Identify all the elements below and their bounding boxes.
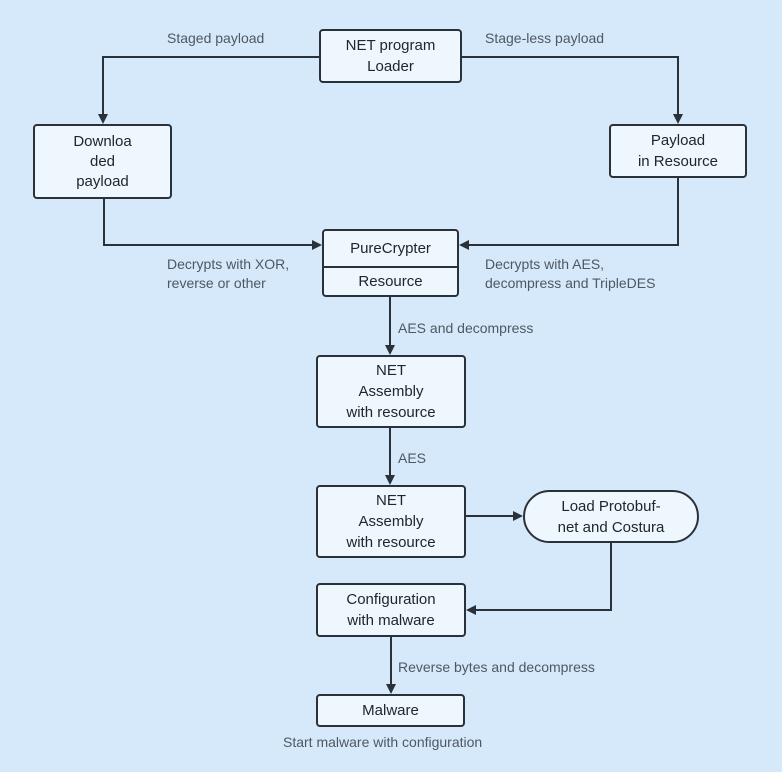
node-net-program-loader: NET program Loader — [319, 29, 462, 83]
edge-label-decrypts-aes: Decrypts with AES, decompress and Triple… — [485, 255, 655, 293]
edge-label-staged-payload: Staged payload — [167, 30, 265, 46]
node-purecrypter: PureCrypter Resource — [322, 229, 459, 297]
node-configuration-with-malware: Configuration with malware — [316, 583, 466, 637]
node-label-line: Downloa — [73, 132, 132, 150]
edge-label-aes: AES — [398, 450, 427, 466]
node-downloaded-payload: Downloa ded payload — [33, 124, 172, 199]
edge-label-aes-and-decompress: AES and decompress — [398, 320, 534, 336]
node-malware: Malware — [316, 694, 465, 727]
node-label-line: in Resource — [637, 153, 719, 170]
node-label-line: Load Protobuf- — [561, 497, 661, 515]
edge-label-line: Decrypts with AES, — [485, 256, 605, 272]
node-label-line: Configuration — [346, 591, 436, 608]
node-label-line: with resource — [346, 404, 436, 421]
node-label-line: NET program — [345, 37, 436, 54]
node-label-line: Assembly — [358, 513, 424, 530]
edge-payload-resource-to-purecrypter — [459, 178, 679, 250]
edge-label-line: reverse or other — [167, 275, 266, 291]
edge-downloaded-to-purecrypter — [103, 199, 322, 250]
caption-start-malware: Start malware with configuration — [283, 734, 483, 750]
node-label-line: payload — [76, 172, 129, 190]
edge-label-line: decompress and TripleDES — [485, 275, 656, 291]
edge-label-stageless-payload: Stage-less payload — [485, 30, 605, 46]
edge-label-line: Decrypts with XOR, — [167, 256, 290, 272]
node-net-assembly-1: NET Assembly with resource — [316, 355, 466, 428]
node-label-line: NET — [376, 362, 406, 379]
node-label-line: NET — [376, 492, 406, 509]
edge-loader-to-payload-resource — [462, 56, 683, 124]
node-label-line: with malware — [347, 612, 435, 629]
node-load-protobuf-costura: Load Protobuf- net and Costura — [523, 490, 699, 543]
node-net-assembly-2: NET Assembly with resource — [316, 485, 466, 558]
node-label-line: ded — [89, 152, 116, 170]
edge-label-decrypts-xor: Decrypts with XOR, reverse or other — [167, 255, 289, 293]
edge-protobuf-to-configuration — [466, 543, 612, 615]
node-label-line: Loader — [367, 58, 414, 75]
node-label-line: Payload — [650, 132, 706, 149]
edge-loader-to-downloaded — [98, 56, 319, 124]
node-label-line: with resource — [346, 534, 436, 551]
edge-label-reverse-bytes: Reverse bytes and decompress — [398, 659, 595, 675]
node-payload-in-resource: Payload in Resource — [609, 124, 747, 178]
node-label-line: Assembly — [358, 383, 424, 400]
node-label-line: Malware — [362, 702, 419, 719]
node-label-line: net and Costura — [557, 518, 665, 536]
purecrypter-resource-compartment: Resource — [324, 266, 457, 295]
purecrypter-title-compartment: PureCrypter — [350, 240, 431, 257]
